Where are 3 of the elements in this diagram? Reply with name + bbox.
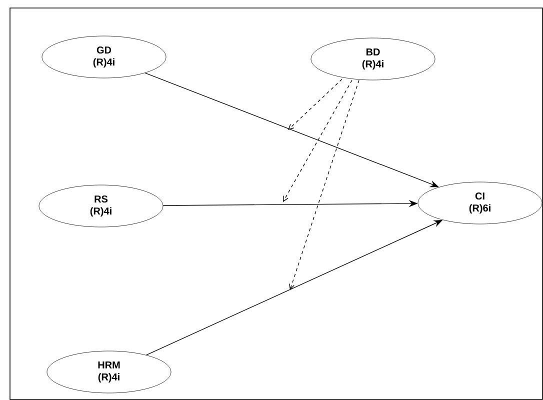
dashed-arrow [283,80,352,202]
dashed-arrow [288,78,342,130]
dashed-arrow [289,80,360,290]
